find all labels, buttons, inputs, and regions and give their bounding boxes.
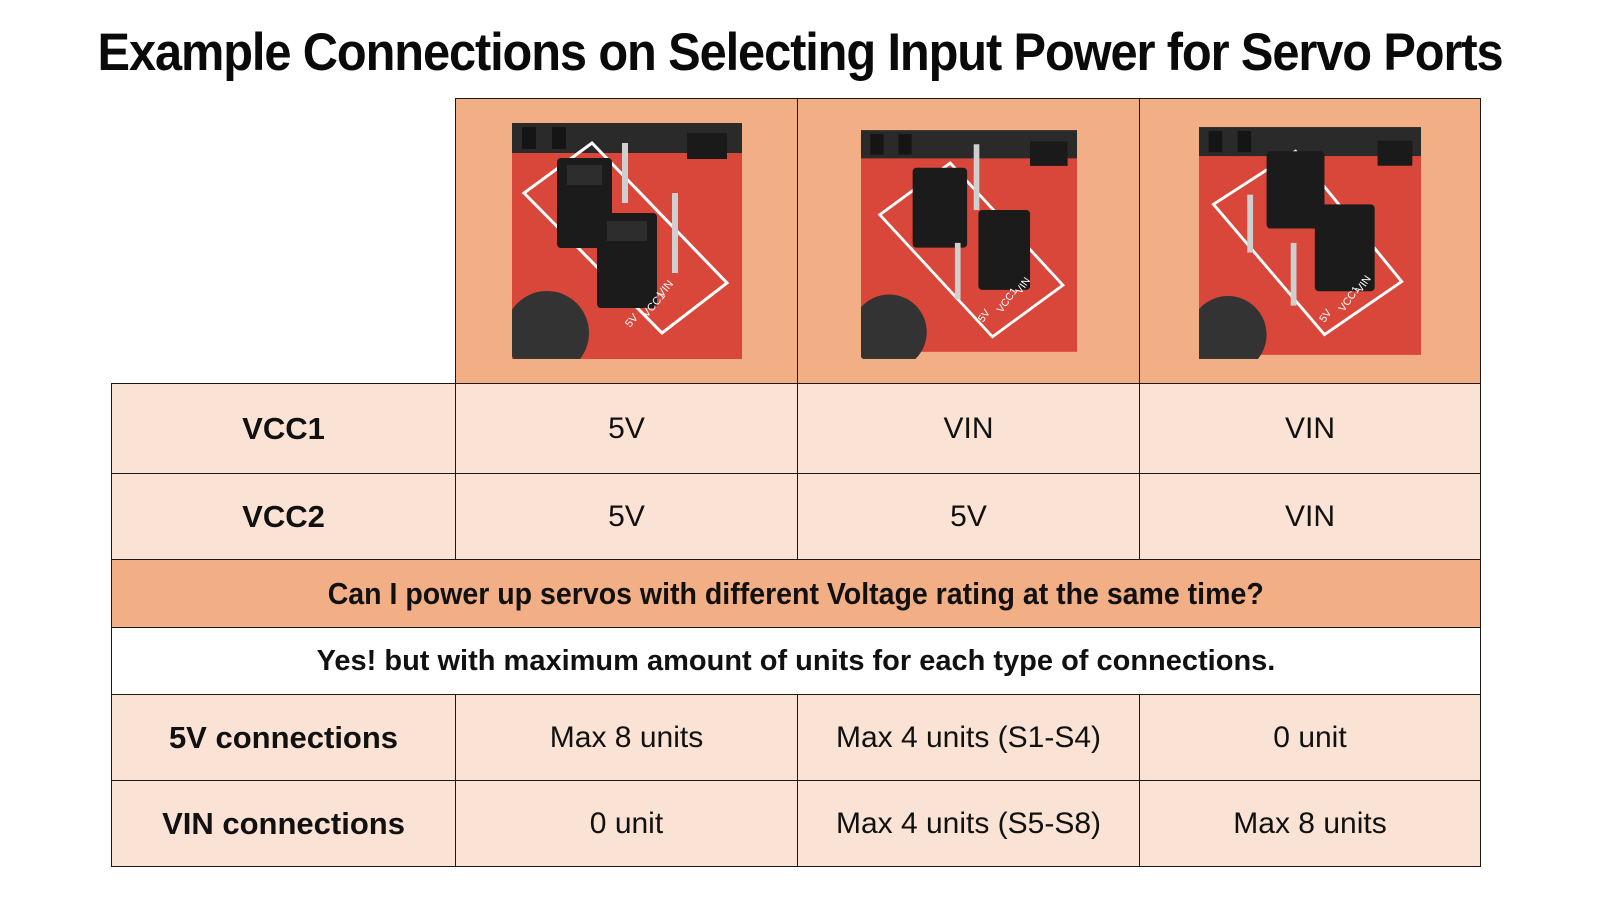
vcc2-value-1: 5V: [455, 473, 798, 560]
jumper-photo-vin-vin: VIN VCC1 5V: [1199, 127, 1421, 359]
photo-cell-2: VIN VCC1 5V: [797, 98, 1140, 384]
answer-row: Yes! but with maximum amount of units fo…: [111, 627, 1481, 695]
row-label-vcc2: VCC2: [111, 473, 456, 560]
vcc2-value-3: VIN: [1139, 473, 1481, 560]
vcc1-value-2: VIN: [797, 383, 1140, 474]
answer-text: Yes! but with maximum amount of units fo…: [316, 644, 1276, 677]
photo-cell-3: VIN VCC1 5V: [1139, 98, 1481, 384]
vcc1-value-1: 5V: [455, 383, 798, 474]
page-title: Example Connections on Selecting Input P…: [97, 23, 1504, 82]
row-label-vcc1: VCC1: [111, 383, 456, 474]
question-row: Can I power up servos with different Vol…: [111, 559, 1481, 628]
5v-limit-1: Max 8 units: [455, 694, 798, 781]
5v-limit-2: Max 4 units (S1-S4): [797, 694, 1140, 781]
question-text: Can I power up servos with different Vol…: [327, 575, 1265, 611]
jumper-photo-vin-5v: VIN VCC1 5V: [860, 130, 1077, 359]
vin-limit-3: Max 8 units: [1139, 780, 1481, 867]
vin-limit-2: Max 4 units (S5-S8): [797, 780, 1140, 867]
jumper-photo-5v-5v: VIN VCC1 5V: [511, 123, 742, 359]
5v-limit-3: 0 unit: [1139, 694, 1481, 781]
vin-limit-1: 0 unit: [455, 780, 798, 867]
row-label-5v-connections: 5V connections: [111, 694, 456, 781]
vcc1-value-3: VIN: [1139, 383, 1481, 474]
vcc2-value-2: 5V: [797, 473, 1140, 560]
row-label-vin-connections: VIN connections: [111, 780, 456, 867]
photo-cell-1: VIN VCC1 5V: [455, 98, 798, 384]
